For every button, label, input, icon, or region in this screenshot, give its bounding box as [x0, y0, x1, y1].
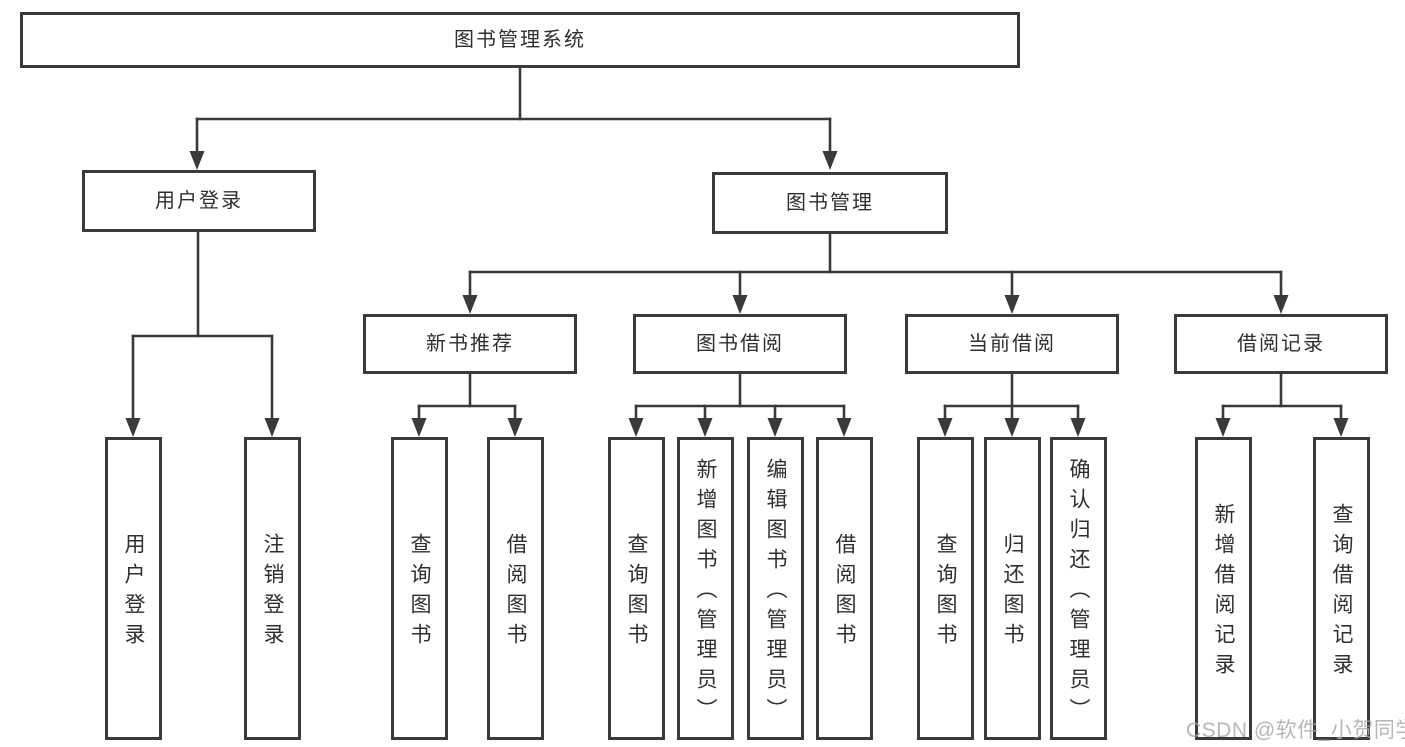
arrow-down-icon [462, 295, 478, 314]
leaf-query-books-borrow: 查询图书 [608, 437, 665, 740]
arrow-down-icon [697, 418, 713, 437]
connector-root-to-level2 [195, 66, 832, 155]
node-label: 查询图书 [934, 533, 957, 653]
leaf-logout: 注销登录 [244, 437, 301, 740]
leaf-user-login: 用户登录 [105, 437, 162, 740]
connector-user-login-to-leaves [131, 230, 274, 422]
node-label: 注销登录 [261, 533, 284, 653]
node-user-login: 用户登录 [82, 170, 316, 232]
node-label: 借阅图书 [504, 533, 527, 653]
leaf-borrow-books: 借阅图书 [816, 437, 873, 740]
connector-current-borrow-to-leaves [943, 372, 1080, 423]
arrow-down-icon [507, 418, 523, 437]
node-label: 查询借阅记录 [1330, 503, 1353, 683]
node-label: 用户登录 [155, 190, 243, 212]
connector-new-book-rec-to-leaves [417, 372, 517, 423]
node-label: 编辑图书（管理员） [764, 458, 787, 728]
arrow-down-icon [767, 418, 783, 437]
arrow-down-icon [628, 418, 644, 437]
leaf-borrow-books-rec: 借阅图书 [487, 437, 544, 740]
arrow-down-icon [822, 151, 838, 170]
node-borrowing-records: 借阅记录 [1174, 314, 1388, 374]
node-label: 图书管理系统 [454, 29, 586, 51]
node-label: 新书推荐 [426, 333, 514, 355]
node-book-management: 图书管理 [712, 172, 948, 234]
arrow-down-icon [836, 418, 852, 437]
arrow-down-icon [1333, 418, 1349, 437]
arrow-down-icon [1215, 418, 1231, 437]
leaf-query-books-rec: 查询图书 [391, 437, 448, 740]
csdn-watermark: CSDN @软件_小贺同学 [1186, 719, 1405, 742]
node-label: 当前借阅 [968, 333, 1056, 355]
node-label: 图书管理 [786, 192, 874, 214]
arrow-down-icon [411, 418, 427, 437]
node-book-borrowing: 图书借阅 [633, 314, 847, 374]
leaf-confirm-return-admin: 确认归还（管理员） [1050, 437, 1107, 740]
node-label: 确认归还（管理员） [1067, 458, 1090, 728]
node-label: 借阅图书 [833, 533, 856, 653]
arrow-down-icon [125, 418, 141, 437]
node-library-system-root: 图书管理系统 [20, 12, 1020, 68]
node-label: 图书借阅 [696, 333, 784, 355]
node-new-book-recommend: 新书推荐 [363, 314, 577, 374]
leaf-query-books-current: 查询图书 [917, 437, 974, 740]
arrow-down-icon [1070, 418, 1086, 437]
arrow-down-icon [264, 418, 280, 437]
arrow-down-icon [1273, 295, 1289, 314]
node-label: 查询图书 [625, 533, 648, 653]
connector-book-mgmt-to-level3 [468, 232, 1283, 300]
leaf-add-books-admin: 新增图书（管理员） [677, 437, 734, 740]
connector-book-borrow-to-leaves [634, 372, 846, 423]
connector-borrow-record-to-leaves [1221, 372, 1343, 423]
leaf-return-books: 归还图书 [984, 437, 1041, 740]
node-label: 借阅记录 [1237, 333, 1325, 355]
node-current-borrowing: 当前借阅 [905, 314, 1119, 374]
leaf-add-borrow-record: 新增借阅记录 [1195, 437, 1252, 740]
leaf-query-borrow-record: 查询借阅记录 [1313, 437, 1370, 740]
node-label: 新增借阅记录 [1212, 503, 1235, 683]
arrow-down-icon [189, 151, 205, 170]
node-label: 查询图书 [408, 533, 431, 653]
node-label: 用户登录 [122, 533, 145, 653]
arrow-down-icon [937, 418, 953, 437]
leaf-edit-books-admin: 编辑图书（管理员） [747, 437, 804, 740]
node-label: 新增图书（管理员） [694, 458, 717, 728]
node-label: 归还图书 [1001, 533, 1024, 653]
arrow-down-icon [1004, 418, 1020, 437]
arrow-down-icon [1004, 295, 1020, 314]
arrow-down-icon [732, 295, 748, 314]
